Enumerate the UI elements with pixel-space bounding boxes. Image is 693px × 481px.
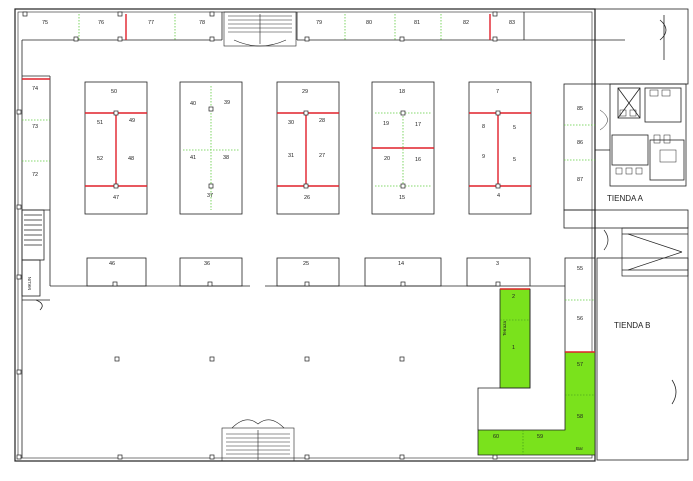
stall-48: 48 bbox=[128, 156, 134, 162]
stall-60: 60 bbox=[493, 434, 499, 440]
stall-31: 31 bbox=[288, 153, 294, 159]
terrace-outline bbox=[477, 285, 565, 430]
stall-46: 46 bbox=[109, 261, 115, 267]
stall-87: 87 bbox=[577, 177, 583, 183]
stall-9: 9 bbox=[482, 154, 485, 160]
stall-40: 40 bbox=[190, 101, 196, 107]
stall-20: 20 bbox=[384, 156, 390, 162]
right-block-labels: 85 86 87 TIENDA A bbox=[577, 106, 644, 203]
stairs-bottom bbox=[221, 419, 295, 462]
tienda-a-label: TIENDA A bbox=[607, 194, 644, 203]
stall-51: 51 bbox=[97, 120, 103, 126]
service-fixtures bbox=[599, 89, 677, 175]
stall-72: 72 bbox=[32, 172, 38, 178]
stall-73: 73 bbox=[32, 124, 38, 130]
stairs-top bbox=[223, 11, 297, 47]
stall-57: 57 bbox=[577, 362, 583, 368]
stall-85: 85 bbox=[577, 106, 583, 112]
stall-83: 83 bbox=[509, 20, 515, 26]
stall-56: 56 bbox=[577, 316, 583, 322]
stall-15: 15 bbox=[399, 195, 405, 201]
island-columns bbox=[113, 106, 501, 189]
stall-86: 86 bbox=[577, 140, 583, 146]
stall-38: 38 bbox=[223, 155, 229, 161]
outer-walls bbox=[14, 8, 596, 462]
stall-41: 41 bbox=[190, 155, 196, 161]
stall-29: 29 bbox=[302, 89, 308, 95]
columns bbox=[16, 11, 498, 460]
stall-4: 4 bbox=[497, 193, 500, 199]
island-labels: 50 51 49 52 48 47 40 39 41 38 37 29 30 2… bbox=[97, 89, 516, 201]
stall-5-upper: 5 bbox=[513, 125, 516, 131]
stall-77: 77 bbox=[148, 20, 154, 26]
stall-1: 1 bbox=[512, 345, 515, 351]
stall-16: 16 bbox=[415, 157, 421, 163]
stall-78: 78 bbox=[199, 20, 205, 26]
stall-74: 74 bbox=[32, 86, 38, 92]
stall-2: 2 bbox=[512, 294, 515, 300]
stall-7: 7 bbox=[496, 89, 499, 95]
stall-50: 50 bbox=[111, 89, 117, 95]
stall-19: 19 bbox=[383, 121, 389, 127]
stall-3: 3 bbox=[496, 261, 499, 267]
stall-18: 18 bbox=[399, 89, 405, 95]
stall-14: 14 bbox=[398, 261, 404, 267]
stall-30: 30 bbox=[288, 120, 294, 126]
middle-stall-row bbox=[21, 209, 531, 311]
stall-82: 82 bbox=[463, 20, 469, 26]
top-stall-row bbox=[21, 12, 595, 300]
stall-81: 81 bbox=[414, 20, 420, 26]
stall-76: 76 bbox=[98, 20, 104, 26]
stall-79: 79 bbox=[316, 20, 322, 26]
top-row-dividers bbox=[22, 14, 491, 162]
stall-80: 80 bbox=[366, 20, 372, 26]
bar-label: Bar bbox=[576, 446, 584, 451]
right-area-labels: 55 56 57 58 2 1 60 59 Terraza Bar TIENDA… bbox=[493, 266, 650, 451]
stall-26: 26 bbox=[304, 195, 310, 201]
stall-28: 28 bbox=[319, 118, 325, 124]
stall-55: 55 bbox=[577, 266, 583, 272]
stall-25: 25 bbox=[303, 261, 309, 267]
stall-8: 8 bbox=[482, 124, 485, 130]
terrace-areas bbox=[477, 288, 596, 456]
stall-39: 39 bbox=[224, 100, 230, 106]
entrance-ramp bbox=[603, 227, 689, 277]
middle-row-labels: 46 36 25 14 3 MKUN bbox=[27, 261, 499, 290]
stall-5-lower: 5 bbox=[513, 157, 516, 163]
middle-row-columns bbox=[112, 281, 501, 287]
stall-52: 52 bbox=[97, 156, 103, 162]
stall-75: 75 bbox=[42, 20, 48, 26]
stall-27: 27 bbox=[319, 153, 325, 159]
tienda-b-label: TIENDA B bbox=[614, 321, 650, 330]
top-row-labels: 75 76 77 78 79 80 81 82 83 74 73 72 bbox=[32, 20, 515, 178]
island-dividers bbox=[85, 86, 531, 210]
stall-36: 36 bbox=[204, 261, 210, 267]
stall-47: 47 bbox=[113, 195, 119, 201]
mkun-label: MKUN bbox=[27, 277, 32, 290]
stall-58: 58 bbox=[577, 414, 583, 420]
stall-59: 59 bbox=[537, 434, 543, 440]
stall-49: 49 bbox=[129, 118, 135, 124]
stall-37: 37 bbox=[207, 193, 213, 199]
terraza-label: Terraza bbox=[502, 320, 507, 336]
stall-17: 17 bbox=[415, 122, 421, 128]
